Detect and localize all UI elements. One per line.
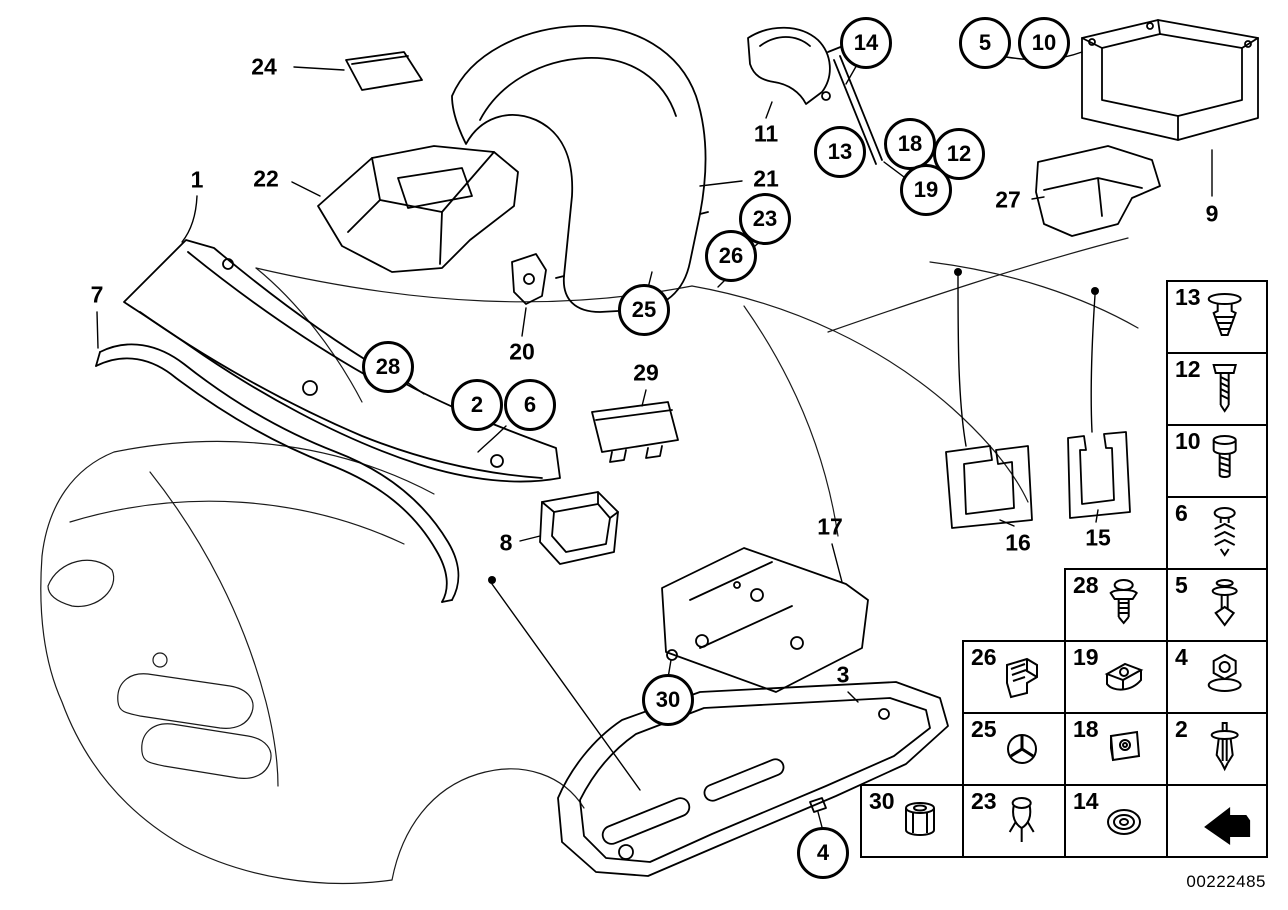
legend-cell-number: 18 (1073, 716, 1099, 742)
legend-cell-12[interactable]: 12 (1166, 352, 1268, 426)
part-21-wheel-arch-liner (451, 25, 709, 313)
collar-nut-icon (905, 802, 935, 836)
callout-24[interactable]: 24 (251, 53, 277, 80)
callout-21[interactable]: 21 (753, 165, 779, 192)
callout-circle-19[interactable]: 19 (900, 164, 952, 216)
expanding-rivet-icon (1207, 293, 1242, 336)
speed-nut-icon (1104, 662, 1144, 691)
legend-cell-number: 12 (1175, 356, 1201, 382)
callout-8[interactable]: 8 (499, 529, 513, 556)
grommet-icon (1107, 809, 1141, 835)
callout-circle-28[interactable]: 28 (362, 341, 414, 393)
part-27-bracket (1035, 145, 1161, 237)
callout-circle-2[interactable]: 2 (451, 379, 503, 431)
trim-clip-icon (1109, 579, 1138, 625)
legend-cell-23[interactable]: 23 (962, 784, 1066, 858)
reference-dots (488, 268, 1099, 584)
part-3-sill-panel (557, 681, 949, 877)
callout-circle-23[interactable]: 23 (739, 193, 791, 245)
push-pin-icon (1211, 579, 1238, 627)
legend-cell-28[interactable]: 28 (1064, 568, 1168, 642)
callout-11[interactable]: 11 (753, 120, 779, 147)
callout-circle-10[interactable]: 10 (1018, 17, 1070, 69)
part-11-cover (747, 26, 883, 165)
callout-9[interactable]: 9 (1205, 200, 1219, 227)
legend-cell-4[interactable]: 4 (1166, 640, 1268, 714)
legend-cell-direction[interactable] (1166, 784, 1268, 858)
legend-cell-30[interactable]: 30 (860, 784, 964, 858)
callout-7[interactable]: 7 (90, 281, 104, 308)
part-20-bracket (511, 253, 547, 305)
legend-cell-6[interactable]: 6 (1166, 496, 1268, 570)
legend-cell-number: 19 (1073, 644, 1099, 670)
screw-grommet-icon (1008, 797, 1035, 842)
legend-cell-14[interactable]: 14 (1064, 784, 1168, 858)
flange-nut-icon (1207, 653, 1242, 692)
part-1-cowl-panel (123, 239, 561, 483)
tri-grommet-icon (1007, 734, 1037, 764)
callout-17[interactable]: 17 (817, 513, 843, 540)
direction-arrow-icon (1204, 797, 1255, 845)
legend-cell-5[interactable]: 5 (1166, 568, 1268, 642)
legend-cell-19[interactable]: 19 (1064, 640, 1168, 714)
callout-27[interactable]: 27 (995, 186, 1021, 213)
part-29-panel (591, 401, 679, 463)
callout-16[interactable]: 16 (1005, 529, 1031, 556)
callout-circle-6[interactable]: 6 (504, 379, 556, 431)
callout-1[interactable]: 1 (190, 166, 204, 193)
screw-icon (1212, 364, 1237, 413)
part-8-tray (539, 491, 619, 565)
callout-3[interactable]: 3 (836, 661, 850, 688)
callout-circle-25[interactable]: 25 (618, 284, 670, 336)
part-7-seal-strip (95, 343, 460, 603)
callout-circle-18[interactable]: 18 (884, 118, 936, 170)
clamp-bracket-icon (1006, 657, 1038, 699)
part-16-strap-bracket (945, 445, 1033, 529)
tree-clip-icon (1213, 507, 1236, 557)
callout-circle-14[interactable]: 14 (840, 17, 892, 69)
callout-circle-13[interactable]: 13 (814, 126, 866, 178)
callout-29[interactable]: 29 (633, 359, 659, 386)
part-15-strap-bracket (1067, 431, 1131, 519)
callout-circle-30[interactable]: 30 (642, 674, 694, 726)
legend-cell-number: 13 (1175, 284, 1201, 310)
part-9-battery-tray (1081, 19, 1259, 141)
legend-cell-number: 28 (1073, 572, 1099, 598)
part-17-underfloor-panel (661, 547, 869, 693)
legend-cell-number: 10 (1175, 428, 1201, 454)
legend-cell-2[interactable]: 2 (1166, 712, 1268, 786)
legend-cell-26[interactable]: 26 (962, 640, 1066, 714)
legend-cell-number: 6 (1175, 500, 1188, 526)
callout-circle-5[interactable]: 5 (959, 17, 1011, 69)
legend-cell-number: 25 (971, 716, 997, 742)
callout-15[interactable]: 15 (1085, 524, 1111, 551)
legend-cell-13[interactable]: 13 (1166, 280, 1268, 354)
legend-cell-10[interactable]: 10 (1166, 424, 1268, 498)
legend-cell-number: 30 (869, 788, 895, 814)
legend-cell-number: 23 (971, 788, 997, 814)
legend-cell-number: 2 (1175, 716, 1188, 742)
drawing-number: 00222485 (1186, 872, 1266, 891)
callout-22[interactable]: 22 (253, 165, 279, 192)
legend-cell-18[interactable]: 18 (1064, 712, 1168, 786)
legend-cell-25[interactable]: 25 (962, 712, 1066, 786)
part-24-pad (345, 51, 423, 91)
legend-cell-number: 14 (1073, 788, 1099, 814)
blind-rivet-icon (1210, 722, 1239, 772)
callout-20[interactable]: 20 (509, 338, 535, 365)
part-22-duct-assembly (317, 145, 519, 273)
callout-circle-26[interactable]: 26 (705, 230, 757, 282)
legend-cell-number: 4 (1175, 644, 1188, 670)
legend-cell-number: 5 (1175, 572, 1188, 598)
hex-bolt-icon (1212, 435, 1237, 478)
callout-circle-4[interactable]: 4 (797, 827, 849, 879)
legend-cell-number: 26 (971, 644, 997, 670)
clip-nut-icon (1109, 730, 1141, 762)
